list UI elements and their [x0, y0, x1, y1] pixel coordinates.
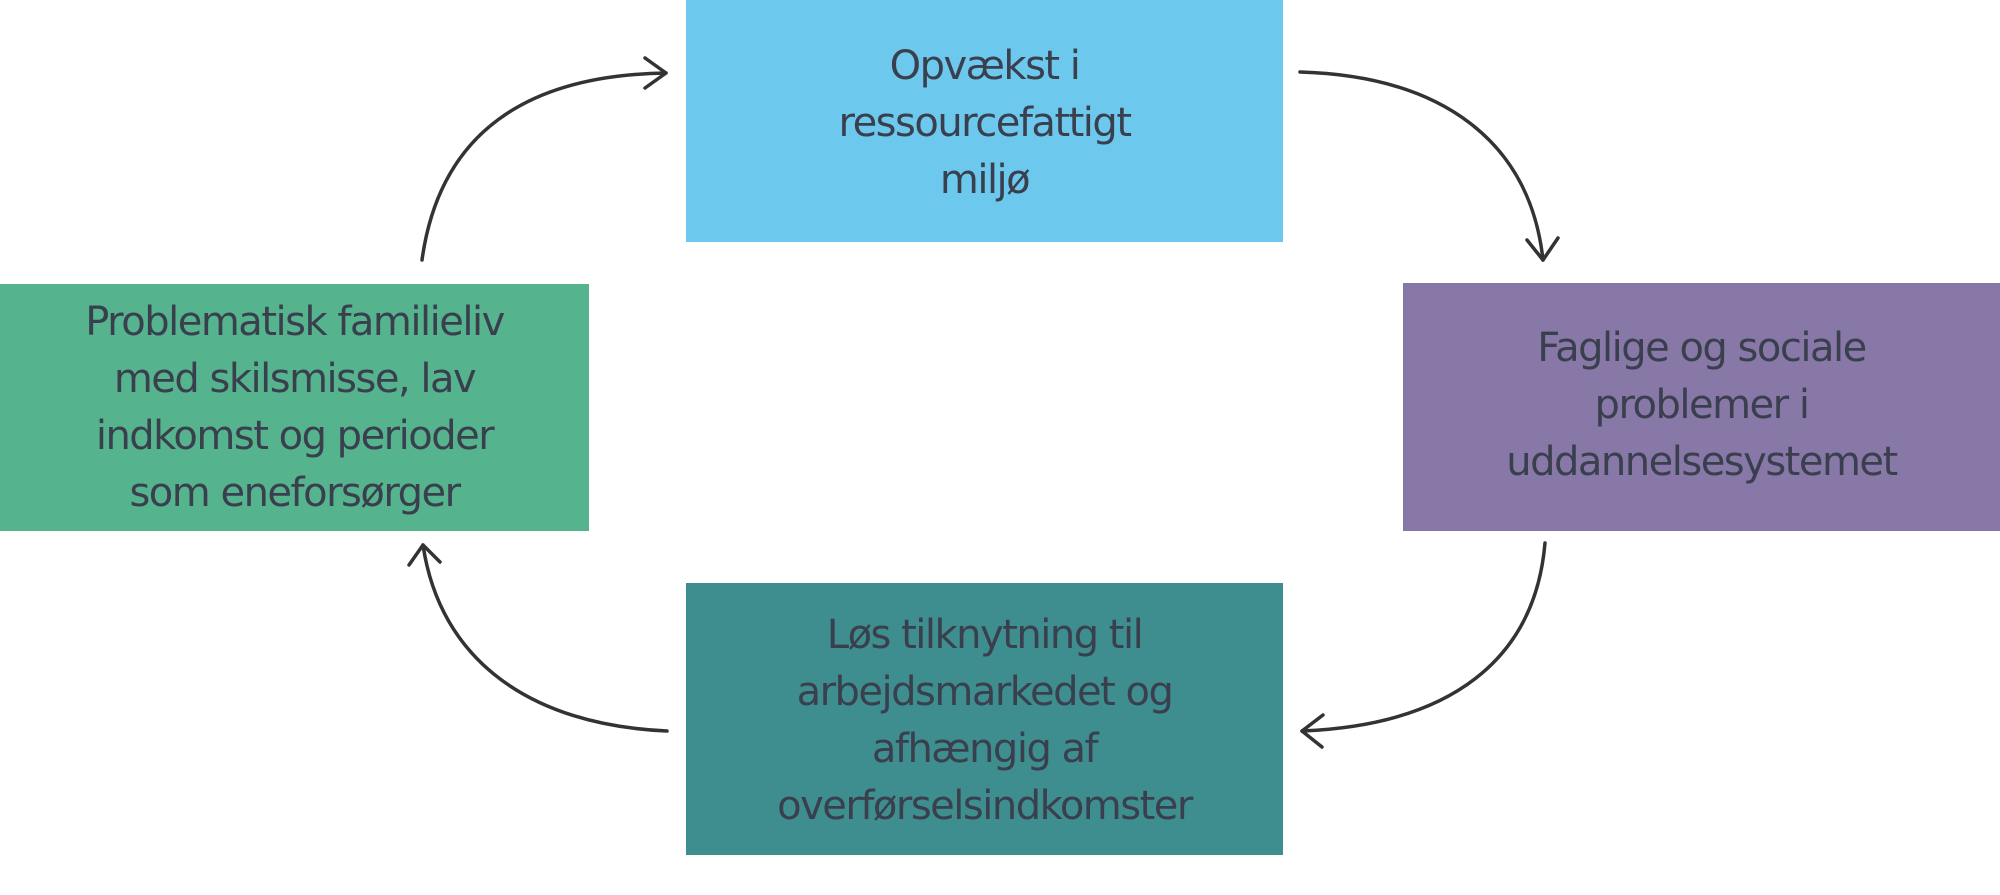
node-upbringing: Opvækst i ressourcefattigt miljø [686, 0, 1283, 242]
node-text-line: problemer i [1594, 381, 1810, 428]
node-text-line: arbejdsmarkedet og [796, 669, 1174, 715]
arrow-left-to-top-icon [420, 56, 668, 262]
node-text-line: ressourcefattigt [838, 99, 1133, 146]
node-family-life: Problematisk familieliv med skilsmisse, … [0, 284, 589, 531]
node-text-line: overførselsindkomster [777, 783, 1193, 829]
arrow-right-to-bottom-icon [1300, 541, 1547, 749]
node-text-line: med skilsmisse, lav [113, 355, 477, 402]
arrow-bottom-to-left-icon [407, 543, 669, 733]
node-text-line: Faglige og sociale [1537, 324, 1867, 371]
node-text-line: miljø [939, 156, 1031, 203]
node-labor-market: Løs tilknytning til arbejdsmarkedet og a… [686, 583, 1283, 855]
node-text-line: Løs tilknytning til [826, 612, 1144, 658]
node-education-problems: Faglige og sociale problemer i uddannels… [1403, 283, 2000, 531]
arrow-top-to-right-icon [1298, 70, 1560, 262]
node-text-line: som eneforsørger [129, 469, 461, 516]
node-text-line: Problematisk familieliv [85, 298, 505, 345]
node-text-line: uddannelsesystemet [1506, 438, 1898, 485]
node-text-line: afhængig af [871, 726, 1099, 772]
node-text-line: indkomst og perioder [95, 412, 495, 459]
node-text-line: Opvækst i [889, 42, 1081, 89]
